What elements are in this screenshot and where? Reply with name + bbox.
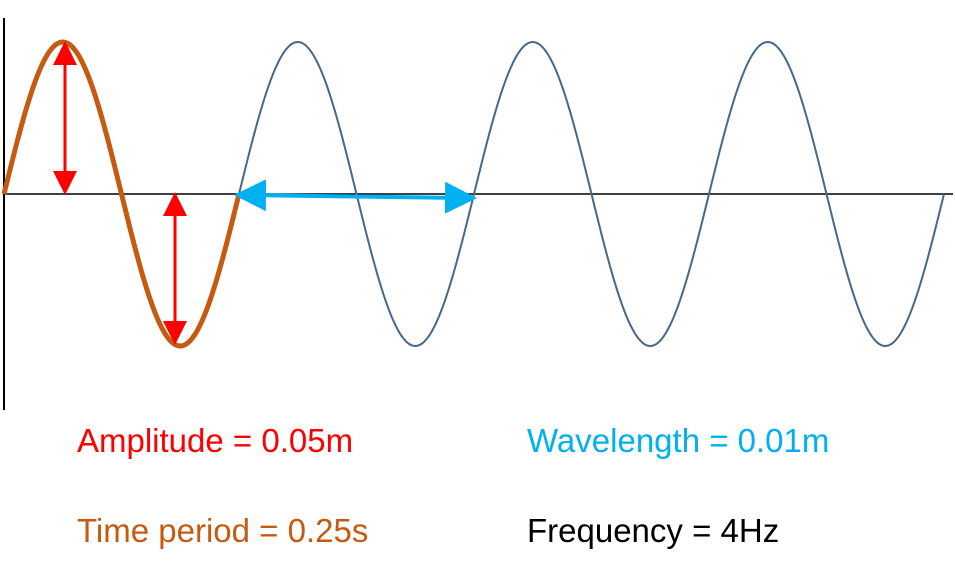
amplitude-label: Amplitude = 0.05m	[77, 422, 354, 459]
highlighted-cycle	[1, 39, 242, 349]
wave-diagram	[1, 18, 953, 410]
wavelength-label: Wavelength = 0.01m	[527, 422, 830, 459]
time-period-label: Time period = 0.25s	[77, 512, 369, 549]
frequency-label: Frequency = 4Hz	[527, 512, 780, 549]
wavelength-arrow	[234, 179, 477, 214]
